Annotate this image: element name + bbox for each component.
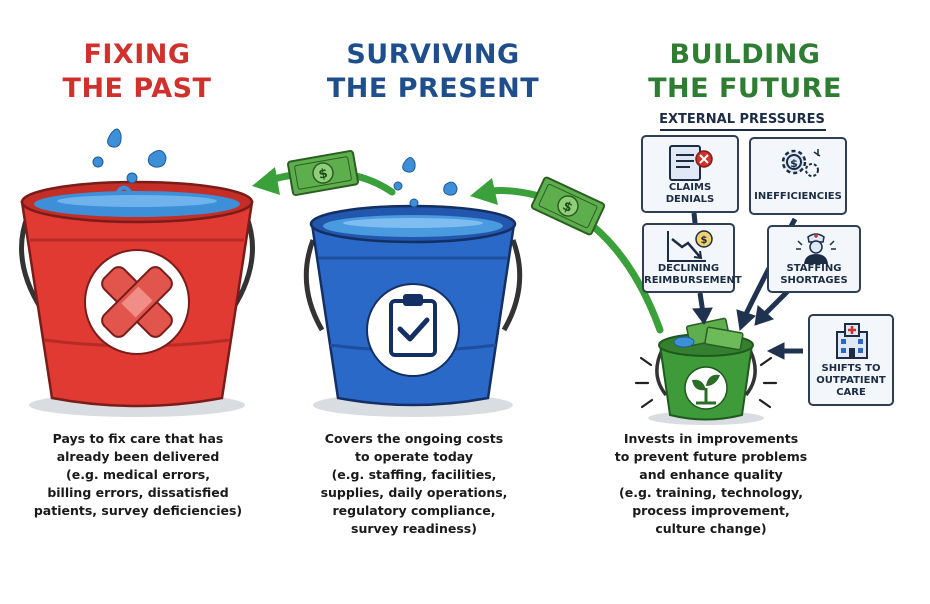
description-line: Covers the ongoing costs [312, 430, 516, 448]
description-line: culture change) [604, 520, 818, 538]
title-line: FIXING [37, 38, 237, 72]
label-line: CARE [810, 387, 892, 399]
clipboard-check-icon [367, 284, 459, 376]
title-line: SURVIVING [318, 38, 548, 72]
description-line: (e.g. staffing, facilities, [312, 466, 516, 484]
description-line: process improvement, [604, 502, 818, 520]
external-pressures-heading: EXTERNAL PRESSURES [652, 112, 832, 127]
description-line: supplies, daily operations, [312, 484, 516, 502]
red-bucket [22, 129, 253, 417]
description-line: already been delivered [22, 448, 254, 466]
money-bill-icon: $ [531, 177, 605, 236]
gears-icon: $ [770, 144, 830, 184]
svg-text:$: $ [701, 235, 708, 246]
description-line: (e.g. training, technology, [604, 484, 818, 502]
description-line: survey readiness) [312, 520, 516, 538]
description-line: Pays to fix care that has [22, 430, 254, 448]
pressure-box-inefficiencies: $ INEFFICIENCIES [749, 137, 847, 215]
pressure-label: CLAIMS DENIALS [643, 182, 737, 206]
pressure-label: INEFFICIENCIES [751, 191, 845, 203]
nurse-icon [786, 229, 846, 265]
column-description-building-the-future: Invests in improvements to prevent futur… [604, 430, 818, 538]
label-line: SHORTAGES [769, 275, 859, 287]
pressure-box-staffing-shortages: STAFFING SHORTAGES [767, 225, 861, 293]
description-line: patients, survey deficiencies) [22, 502, 254, 520]
money-flow-arrow-left: $ [252, 151, 392, 196]
description-line: regulatory compliance, [312, 502, 516, 520]
description-line: and enhance quality [604, 466, 818, 484]
description-line: to prevent future problems [604, 448, 818, 466]
pressure-box-claims-denials: CLAIMS DENIALS [641, 135, 739, 213]
title-line: THE PRESENT [318, 72, 548, 106]
description-line: to operate today [312, 448, 516, 466]
svg-text:$: $ [790, 157, 798, 170]
column-title-building-the-future: BUILDING THE FUTURE [645, 38, 845, 106]
column-description-fixing-the-past: Pays to fix care that has already been d… [22, 430, 254, 520]
pressure-box-declining-reimbursement: $ DECLINING REIMBURSEMENT [642, 223, 735, 293]
pressure-label: SHIFTS TO OUTPATIENT CARE [810, 363, 892, 399]
sprout-icon [685, 367, 727, 409]
label-line: DENIALS [643, 194, 737, 206]
description-line: (e.g. medical errors, [22, 466, 254, 484]
declining-chart-icon: $ [660, 227, 720, 265]
hospital-icon [827, 320, 877, 360]
label-line: STAFFING [769, 263, 859, 275]
label-line: CLAIMS [643, 182, 737, 194]
column-description-surviving-the-present: Covers the ongoing costs to operate toda… [312, 430, 516, 538]
title-line: THE PAST [37, 72, 237, 106]
description-line: Invests in improvements [604, 430, 818, 448]
label-line: REIMBURSEMENT [644, 275, 733, 287]
label-line: INEFFICIENCIES [751, 191, 845, 203]
bandage-cross-icon [85, 250, 189, 354]
money-bill-icon: $ [288, 151, 359, 196]
column-title-fixing-the-past: FIXING THE PAST [37, 38, 237, 106]
pressure-box-shifts-to-outpatient-care: SHIFTS TO OUTPATIENT CARE [808, 314, 894, 406]
column-title-surviving-the-present: SURVIVING THE PRESENT [318, 38, 548, 106]
label-line: OUTPATIENT [810, 375, 892, 387]
title-line: BUILDING [645, 38, 845, 72]
denied-document-icon [662, 142, 722, 182]
heading-underline [660, 129, 826, 131]
pressure-label: DECLINING REIMBURSEMENT [644, 263, 733, 287]
label-line: SHIFTS TO [810, 363, 892, 375]
description-line: billing errors, dissatisfied [22, 484, 254, 502]
title-line: THE FUTURE [645, 72, 845, 106]
label-line: DECLINING [644, 263, 733, 275]
pressure-label: STAFFING SHORTAGES [769, 263, 859, 287]
green-bucket [636, 318, 776, 425]
